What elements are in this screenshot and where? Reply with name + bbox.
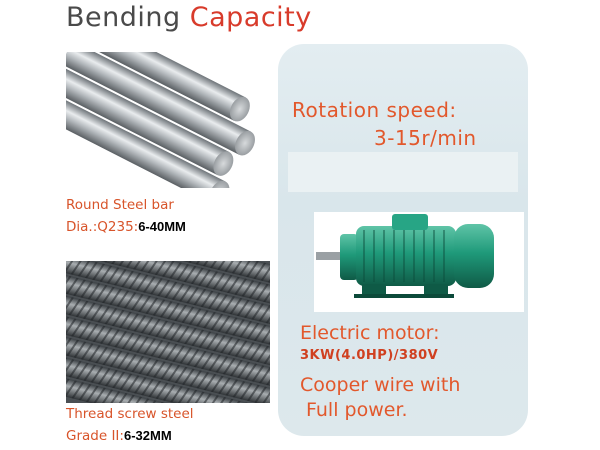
panel-shade: [288, 152, 518, 192]
round-steel-bar-image: [66, 52, 270, 188]
thread-steel-grade-label: Grade II:: [66, 428, 124, 444]
page-title: Bending Capacity: [66, 2, 312, 33]
thread-steel-spec: 6-32MM: [123, 428, 172, 443]
spec-panel: Rotation speed: 3-15r/min: [278, 44, 528, 436]
thread-steel-name: Thread screw steel: [66, 406, 194, 422]
copper-wire-line-1: Cooper wire with: [300, 374, 461, 396]
electric-motor-label: Electric motor:: [300, 322, 440, 344]
rotation-speed-value: 3-15r/min: [374, 126, 477, 150]
copper-wire-line-2: Full power.: [306, 399, 408, 421]
thread-steel-spec-line: Grade II:6-32MM: [66, 427, 172, 445]
round-bar-spec-line: Dia.:Q235:6-40MM: [66, 218, 186, 236]
thread-screw-steel-image: [66, 261, 270, 403]
title-part-1: Bending: [66, 2, 181, 33]
electric-motor-image: [314, 212, 524, 312]
title-part-2: Capacity: [189, 2, 312, 33]
round-bar-spec: 6-40MM: [138, 219, 186, 234]
round-bar-name: Round Steel bar: [66, 197, 174, 213]
electric-motor-spec: 3KW(4.0HP)/380V: [300, 348, 439, 363]
round-bar-dia-label: Dia.:Q235:: [66, 219, 139, 235]
rotation-speed-label: Rotation speed:: [292, 98, 457, 122]
